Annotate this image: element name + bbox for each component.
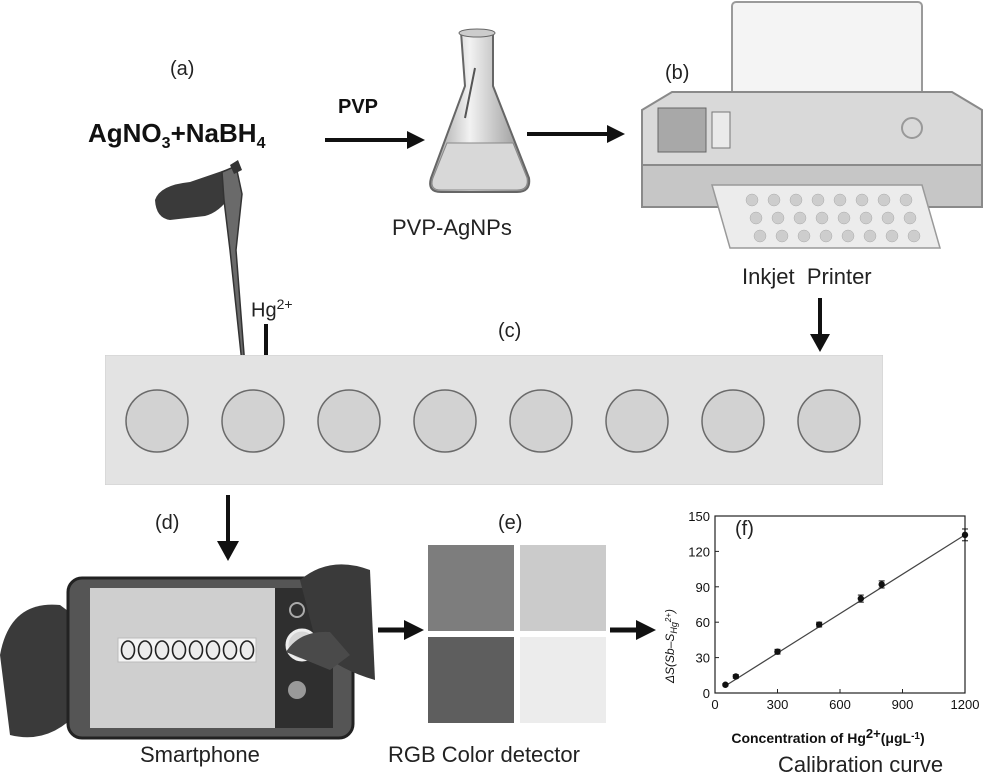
arrow-phone-to-rgb	[378, 620, 424, 640]
data-point	[878, 581, 885, 588]
x-tick-label: 1200	[951, 697, 980, 712]
reactant-agno3-subscript: 3	[161, 135, 171, 153]
printer-label-inkjet: Inkjet	[742, 264, 795, 289]
y-tick-label: 60	[696, 615, 710, 630]
phone-spot	[171, 640, 187, 660]
chart-xlabel: Concentration of Hg2+(μgL-1)	[731, 726, 924, 746]
reactant-nabh4-subscript: 4	[256, 135, 266, 153]
panel-label-d: (d)	[155, 512, 180, 534]
pipette-hand-illustration	[155, 160, 247, 384]
x-tick-label: 300	[767, 697, 789, 712]
product-label: PVP-AgNPs	[392, 215, 512, 240]
mercury-ion-symbol: Hg	[251, 299, 277, 322]
data-point	[961, 531, 969, 539]
rgb-swatch-top-right	[520, 545, 606, 631]
y-tick-label: 150	[688, 509, 710, 524]
paper-strip	[105, 355, 883, 485]
mercury-ion-charge: 2+	[276, 296, 293, 312]
y-tick-label: 120	[688, 544, 710, 559]
smartphone-illustration	[0, 564, 375, 740]
strip-spot	[701, 389, 765, 453]
chart-caption: Calibration curve	[778, 752, 944, 777]
reactant-nabh4: +NaBH	[170, 118, 257, 148]
data-point	[857, 595, 865, 602]
phone-spot	[205, 640, 221, 660]
phone-spot	[239, 640, 255, 660]
strip-spot	[317, 389, 381, 453]
arrow-flask-to-printer	[527, 125, 625, 143]
arrow-printer-to-strip	[810, 298, 830, 352]
x-tick-label: 900	[892, 697, 914, 712]
arrow-rgb-to-chart	[610, 620, 656, 640]
strip-spot	[413, 389, 477, 453]
data-point	[732, 673, 740, 680]
strip-spot	[125, 389, 189, 453]
mercury-ion-label: Hg2+	[251, 296, 293, 323]
reaction-formula: AgNO3+NaBH4	[88, 118, 265, 153]
phone-spot	[154, 640, 170, 660]
phone-spot	[188, 640, 204, 660]
y-tick-label: 0	[703, 686, 710, 701]
chart-ylabel: ΔS(Sb–SHg2+)	[663, 609, 679, 684]
flask-illustration	[429, 28, 531, 193]
arrow-strip-to-phone	[217, 495, 239, 561]
inkjet-printer-illustration	[641, 1, 983, 249]
phone-strip-spots	[120, 640, 255, 660]
strip-spot	[221, 389, 285, 453]
arrow-reaction-to-flask	[325, 131, 425, 149]
rgb-caption: RGB Color detector	[388, 742, 580, 767]
y-tick-label: 30	[696, 651, 710, 666]
reactant-agno3: AgNO	[88, 118, 162, 148]
panel-label-c: (c)	[498, 320, 522, 342]
strip-spot	[797, 389, 861, 453]
x-tick-label: 600	[829, 697, 851, 712]
y-tick-label: 90	[696, 580, 710, 595]
strip-spot	[605, 389, 669, 453]
data-point	[774, 648, 781, 655]
data-point	[815, 621, 823, 628]
printed-sheet-spots	[745, 193, 921, 243]
panel-label-a: (a)	[170, 58, 195, 80]
phone-spot	[120, 640, 136, 660]
strip-spot	[509, 389, 573, 453]
panel-label-e: (e)	[498, 512, 523, 534]
printer-logo-icon	[901, 117, 923, 139]
fit-line	[723, 534, 966, 688]
chart-frame	[714, 515, 966, 694]
rgb-swatch-bottom-left	[428, 637, 514, 723]
strip-spots	[125, 389, 861, 453]
panel-label-f: (f)	[735, 518, 754, 540]
settings-icon[interactable]	[289, 602, 305, 618]
printer-label: Inkjet Printer	[742, 264, 872, 290]
phone-spot	[137, 640, 153, 660]
rgb-swatch-grid	[428, 545, 606, 723]
x-tick-label: 0	[711, 697, 718, 712]
rgb-swatch-bottom-right	[520, 637, 606, 723]
panel-label-b: (b)	[665, 62, 690, 84]
rgb-swatch-top-left	[428, 545, 514, 631]
phone-caption: Smartphone	[140, 742, 260, 767]
gallery-icon[interactable]	[288, 681, 306, 699]
printer-paper-tray	[731, 1, 923, 98]
calibration-chart: 0 300 600 900 1200 0 30 60 90 120 150 Concentratio…	[663, 509, 980, 746]
reagent-label: PVP	[338, 96, 379, 118]
phone-spot	[222, 640, 238, 660]
printer-label-printer: Printer	[806, 264, 872, 289]
data-point	[722, 681, 729, 688]
